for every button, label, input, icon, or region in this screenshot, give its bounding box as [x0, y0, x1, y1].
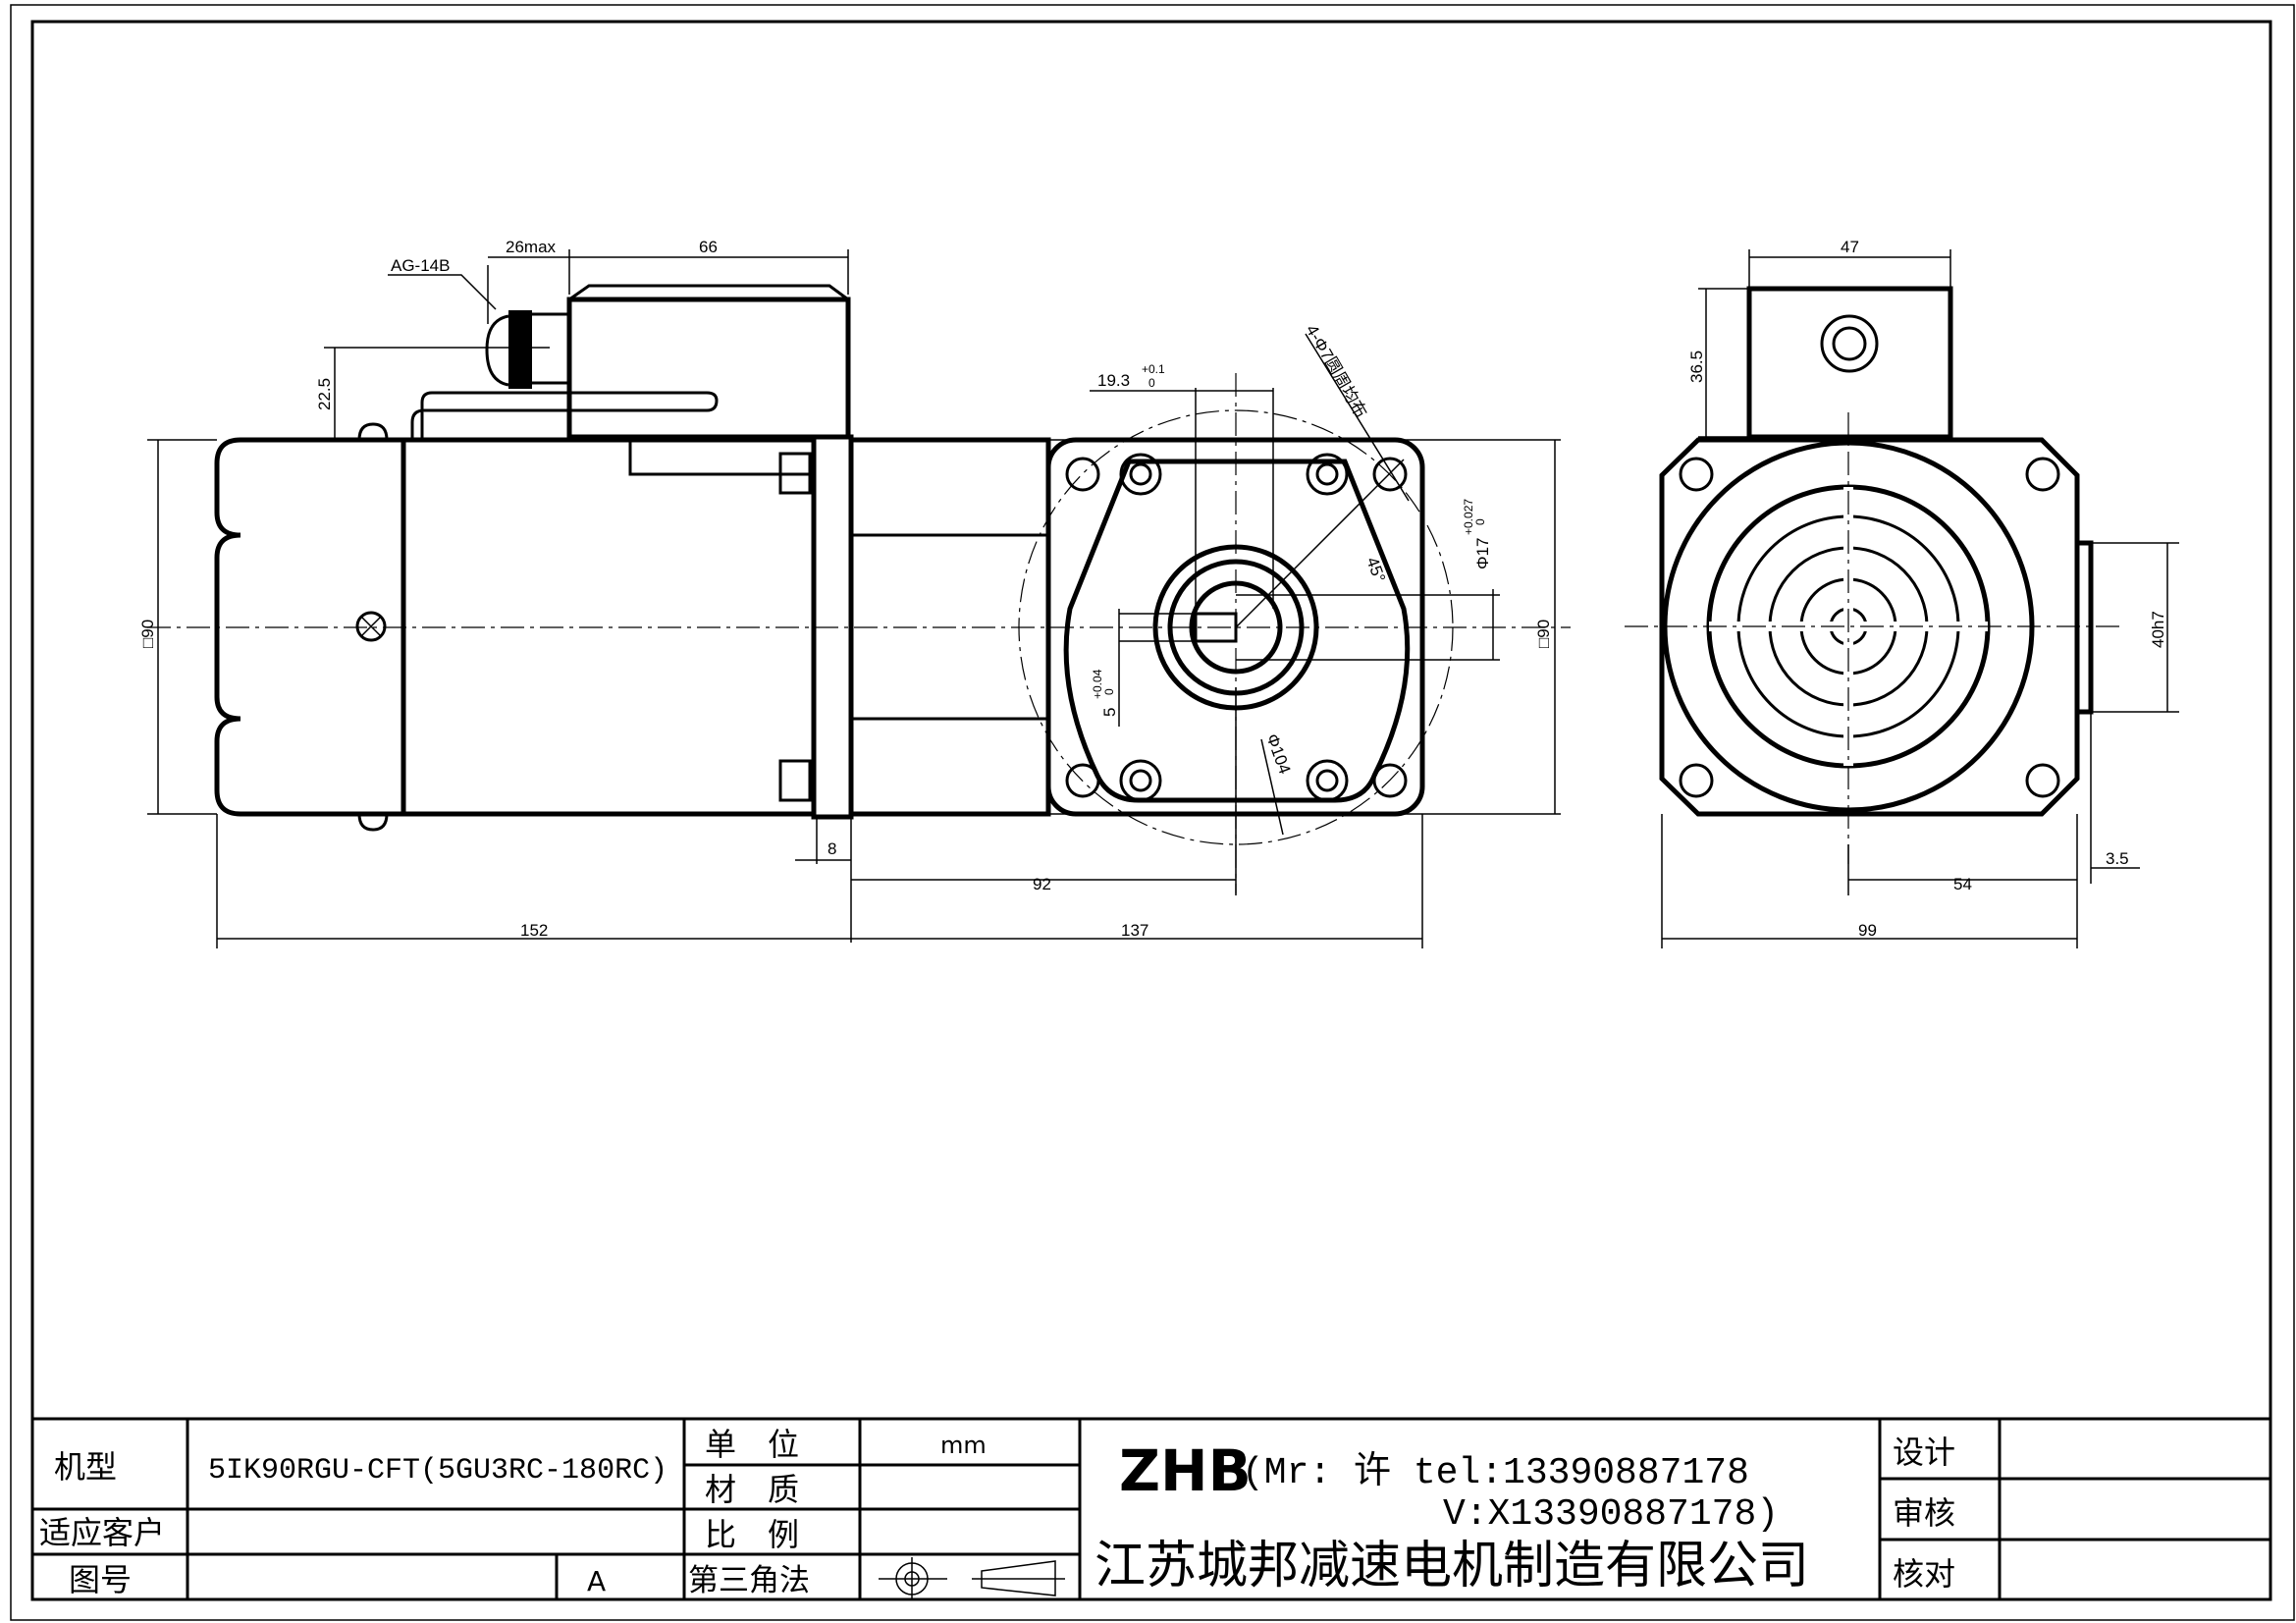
dim-square-left: □90 [138, 620, 157, 648]
dim-square-front: □90 [1534, 620, 1553, 648]
dim-box-width: 47 [1841, 238, 1859, 256]
connector-label: AG-14B [391, 256, 450, 275]
pilot-shaft [2074, 540, 2094, 715]
scale-label: 比 例 [705, 1516, 799, 1553]
svg-text:+0.1: +0.1 [1142, 362, 1165, 376]
title-block: 机型 5IK90RGU-CFT(5GU3RC-180RC) 适应客户 图号 A … [32, 1417, 2270, 1600]
unit-value: mm [940, 1432, 987, 1459]
front-view-gearbox: 19.3 +0.1 0 4-Φ7圆周均布 45° Φ17 +0.027 0 5 … [1018, 322, 1561, 893]
ground-screw [355, 611, 387, 642]
svg-text:+0.027: +0.027 [1462, 499, 1475, 535]
projection-label: 第三角法 [688, 1563, 810, 1598]
motor-square-housing [1659, 437, 2080, 817]
model-label: 机型 [54, 1448, 117, 1486]
model-value: 5IK90RGU-CFT(5GU3RC-180RC) [208, 1454, 667, 1488]
left-view-motor: AG-14B 26max 66 22.5 □90 8 92 152 137 [138, 238, 1571, 948]
material-label: 材 质 [705, 1471, 799, 1508]
customer-label: 适应客户 [39, 1514, 165, 1551]
dim-height-terminal: 22.5 [315, 378, 334, 410]
dim-pilot: 40h7 [2149, 611, 2167, 648]
design-label: 设计 [1893, 1434, 1955, 1471]
pcd-circle [1018, 409, 1454, 845]
contact-line1: (Mr: 许 tel:13390887178 [1242, 1451, 1749, 1494]
third-angle-projection-symbol [879, 1557, 1065, 1600]
review-label: 审核 [1893, 1494, 1955, 1532]
dim-motor-length: 152 [520, 921, 548, 940]
terminal-box-rear [1746, 286, 1953, 440]
right-view-motor-rear: 47 36.5 40h7 54 3.5 99 [1625, 238, 2179, 948]
svg-text:0: 0 [1473, 518, 1487, 525]
dim-pilot-len: 3.5 [2106, 849, 2129, 868]
svg-text:+0.04: +0.04 [1091, 669, 1104, 699]
dim-width: 99 [1858, 921, 1877, 940]
drawing-no-label: 图号 [69, 1561, 132, 1598]
cable-gland [528, 312, 571, 385]
drawing-frame [30, 20, 2272, 1601]
dim-offset: 54 [1953, 875, 1972, 893]
check-label: 核对 [1893, 1555, 1955, 1593]
dim-bore: Φ17 [1473, 538, 1492, 569]
dim-gearbox-length: 137 [1121, 921, 1148, 940]
revision: A [587, 1565, 606, 1597]
dim-keyway: 5 [1100, 708, 1119, 717]
brand: ZHB [1119, 1437, 1252, 1504]
contact-line2: V:X13390887178) [1443, 1493, 1779, 1536]
dim-flange: 8 [828, 839, 836, 858]
dim-box-height: 36.5 [1687, 351, 1706, 383]
svg-text:0: 0 [1148, 376, 1155, 390]
dim-terminal-box: 66 [699, 238, 718, 256]
unit-label: 单 位 [705, 1426, 799, 1463]
terminal-box [566, 297, 851, 440]
svg-text:0: 0 [1102, 688, 1116, 695]
company-name: 江苏城邦减速电机制造有限公司 [1095, 1537, 1809, 1596]
dim-connector: 26max [506, 238, 557, 256]
holes-note: 4-Φ7圆周均布 [1303, 322, 1371, 421]
dim-pcd: Φ104 [1262, 731, 1294, 777]
dim-shaft-offset: 92 [1033, 875, 1051, 893]
dim-key: 19.3 [1097, 371, 1130, 390]
gearbox-housing-outline [1063, 459, 1411, 803]
page-border [10, 4, 2295, 1621]
